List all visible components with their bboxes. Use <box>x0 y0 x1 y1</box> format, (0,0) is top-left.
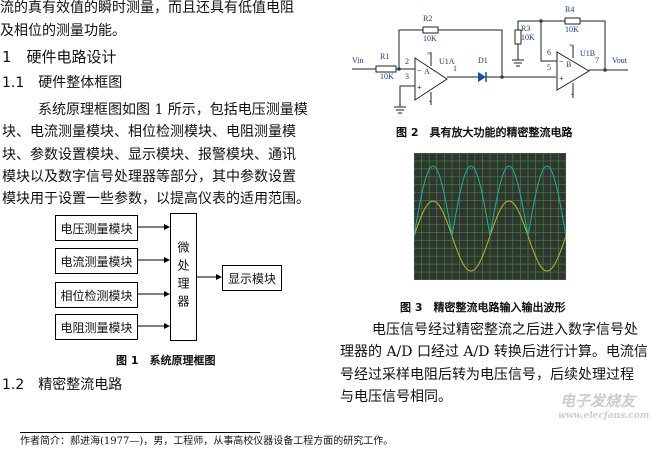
pin-label: 4 <box>429 99 432 105</box>
paragraph-line: 模块以及数字信号处理器等部分，其中参数设置 <box>2 169 296 185</box>
pin-label: 5 <box>547 63 551 72</box>
voltage-module-box: 电压测量模块 <box>55 215 138 241</box>
paragraph-line: 号经过采样电阻后转为电压信号，后续处理过程 <box>340 367 634 383</box>
r2-value: 10K <box>423 34 437 43</box>
minus-sign: − <box>559 57 564 66</box>
r1-value: 10K <box>380 72 394 81</box>
section-heading: 1 硬件电路设计 <box>2 48 117 66</box>
paragraph-line: 系统原理框图如图 1 所示，包括电压测量模 <box>38 102 308 118</box>
r4-value: 10K <box>565 25 579 34</box>
waveform-scope <box>414 153 566 280</box>
opamp-b-label: B <box>566 60 571 69</box>
pin-label: ∞ <box>569 43 573 49</box>
figure2-caption: 图 2 具有放大功能的精密整流电路 <box>396 126 573 139</box>
r1-label: R1 <box>380 52 389 61</box>
mcu-box: 微处理器 <box>170 213 197 341</box>
vout-label: Vout <box>612 56 628 65</box>
display-module-box: 显示模块 <box>222 265 282 291</box>
pin-label: 4 <box>571 92 574 98</box>
plus-sign: + <box>559 74 564 83</box>
r3-value: 10K <box>521 33 535 42</box>
current-module-box: 电流测量模块 <box>55 248 138 274</box>
footnote-rule <box>20 432 260 433</box>
r2-label: R2 <box>423 14 432 23</box>
paragraph-line: 与电压信号相同。 <box>340 389 452 405</box>
pin-label: 2 <box>405 57 409 66</box>
output-waveform <box>414 165 566 237</box>
pin-label: 7 <box>595 56 599 65</box>
rectifier-circuit: Vin Vout R1 10K R2 10K R3 10K R4 10K U1A… <box>352 5 628 114</box>
intro-line: 流的真有效值的瞬时测量，而且还具有低值电阻 <box>0 0 294 16</box>
pin-label: 1 <box>453 64 457 73</box>
watermark-url: www.elecfans.com <box>558 411 650 421</box>
figure3-caption: 图 3 精密整流电路输入输出波形 <box>400 301 566 314</box>
minus-sign: − <box>417 66 422 75</box>
paragraph-line: 电压信号经过精密整流之后进入数字信号处 <box>372 322 638 338</box>
pin-label: ∞ <box>427 51 431 57</box>
pin-label: 6 <box>547 48 551 57</box>
paragraph-line: 理器的 A/D 口经过 A/D 转换后进行计算。电流信 <box>340 344 648 360</box>
watermark-logo: 电子发烧友 www.elecfans.com <box>520 390 649 421</box>
phase-module-box: 相位检测模块 <box>55 282 138 308</box>
block-diagram-arrows <box>137 224 222 329</box>
paragraph-line: 块、参数设置模块、显示模块、报警模块、通讯 <box>2 147 296 163</box>
intro-line: 及相位的测量功能。 <box>0 23 126 39</box>
r4-label: R4 <box>565 5 574 14</box>
paragraph-line: 模块用于设置一些参数，以提高仪表的适用范围。 <box>2 191 310 207</box>
pin-label: 3 <box>405 72 409 81</box>
footnote: 作者简介：郝进海(1977—)，男，工程师，从事高校仪器设备工程方面的研究工作。 <box>20 436 394 447</box>
u1a-label: U1A <box>439 57 455 66</box>
u1b-label: U1B <box>580 49 595 58</box>
paragraph-line: 块、电流测量模块、相位检测模块、电阻测量模 <box>2 124 296 140</box>
subsection-heading: 1.1 硬件整体框图 <box>2 75 123 91</box>
resistance-module-box: 电阻测量模块 <box>55 314 138 340</box>
watermark-text: 电子发烧友 <box>560 392 636 410</box>
vin-label: Vin <box>352 56 364 65</box>
plus-sign: + <box>417 83 422 92</box>
figure1-caption: 图 1 系统原理框图 <box>116 354 216 367</box>
opamp-a-label: A <box>424 67 430 76</box>
subsection-heading: 1.2 精密整流电路 <box>2 377 123 393</box>
r3-label: R3 <box>521 24 530 33</box>
d1-label: D1 <box>478 56 488 65</box>
